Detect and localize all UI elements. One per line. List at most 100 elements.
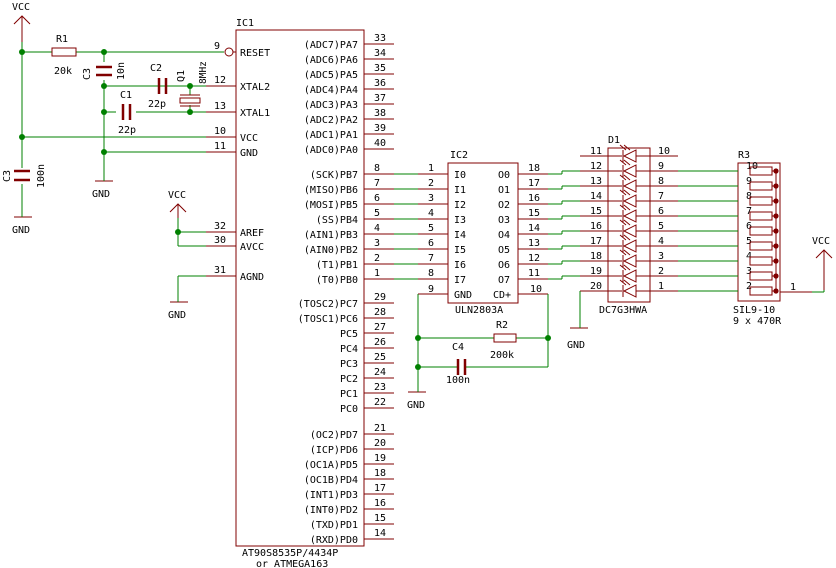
ic1-pin-label: (ADC3)PA3: [304, 100, 358, 111]
d1-left-pin-num: 17: [590, 236, 602, 247]
vcc-symbol-right: VCC: [812, 236, 833, 290]
ic1-pin-number: 32: [214, 221, 226, 232]
r2-ref: R2: [496, 320, 508, 331]
ic1-pin-number: 34: [374, 48, 386, 59]
r3-pin-num: 4: [746, 251, 752, 262]
led-diode-icon: [622, 149, 637, 163]
ic2-output-label: O5: [498, 245, 510, 256]
ic1-pin-number: 18: [374, 468, 386, 479]
ic1-pin-number: 10: [214, 126, 226, 137]
led-emission-arrow: [619, 219, 627, 226]
r3-resistor-element: [749, 256, 773, 266]
ic1-part-line1: AT90S8535P/4434P: [242, 548, 338, 559]
c3b-value: 100n: [36, 164, 47, 188]
led-diode-icon: [622, 224, 637, 238]
gnd-label: GND: [407, 400, 425, 411]
ic1-pin-label: GND: [240, 148, 258, 159]
c1-value: 22p: [118, 125, 136, 136]
ic2-input-num: 8: [428, 268, 434, 279]
c3b-ref: C3: [2, 170, 13, 182]
ic2-cd-pin-label: CD+: [493, 290, 511, 301]
ic1-pin-number: 29: [374, 292, 386, 303]
ic2-input-label: I1: [454, 185, 466, 196]
ic1-pin-label: (T0)PB0: [316, 275, 358, 286]
ic1-pin-label: AVCC: [240, 242, 264, 253]
led-diode-icon: [622, 284, 637, 298]
led-emission-arrow: [619, 264, 627, 271]
r3-pin-num: 2: [746, 281, 752, 292]
ic1-pin-number: 33: [374, 33, 386, 44]
ic2-input-num: 1: [428, 163, 434, 174]
ic1-pin-label: (OC2)PD7: [310, 430, 358, 441]
led-emission-arrow: [619, 204, 627, 211]
ic1-pin-label: (TOSC1)PC6: [298, 314, 358, 325]
ic2-output-num: 12: [528, 253, 540, 264]
ic1-pin-number: 15: [374, 513, 386, 524]
r3-resistor-element: [749, 181, 773, 191]
ic1-pin-label: (ADC6)PA6: [304, 55, 358, 66]
ic1-pin-number: 8: [374, 163, 380, 174]
ic1-pin-label: (AIN1)PB3: [304, 230, 358, 241]
ic2-cd-pin-num: 10: [530, 284, 542, 295]
led-emission-arrow: [623, 159, 631, 166]
ic1-pin-number: 37: [374, 93, 386, 104]
crystal-q1: Q1 8MHz: [176, 61, 209, 107]
ic1-pin-label: (SS)PB4: [316, 215, 358, 226]
ic2-output-num: 18: [528, 163, 540, 174]
ic1-pin-number: 12: [214, 75, 226, 86]
led-emission-arrow: [619, 159, 627, 166]
ic1-pin-label: (RXD)PD0: [310, 535, 358, 546]
ic1-pin-label: (TOSC2)PC7: [298, 299, 358, 310]
r3-ref: R3: [738, 150, 750, 161]
gnd-label: GND: [168, 310, 186, 321]
r3-common-pin: 1: [790, 282, 796, 293]
d1-left-pin-num: 18: [590, 251, 602, 262]
gnd-symbol-ic2: GND: [407, 391, 426, 411]
r1-ref: R1: [56, 34, 68, 45]
r3-resistor-element: [749, 271, 773, 281]
led-emission-arrow: [619, 189, 627, 196]
ic2-output-label: O7: [498, 275, 510, 286]
ic1-pin-number: 19: [374, 453, 386, 464]
gnd-label: GND: [92, 189, 110, 200]
d1-right-pin-num: 3: [658, 251, 664, 262]
ic2-gnd-pin-label: GND: [454, 290, 472, 301]
ic1-right-pins: 33(ADC7)PA734(ADC6)PA635(ADC5)PA536(ADC4…: [298, 33, 394, 546]
led-emission-arrow: [619, 249, 627, 256]
gnd-label: GND: [567, 340, 585, 351]
ic1-pin-number: 23: [374, 382, 386, 393]
ic1-pin-number: 7: [374, 178, 380, 189]
ic1-pin-number: 21: [374, 423, 386, 434]
ic2-output-num: 14: [528, 223, 540, 234]
ic2-input-label: I2: [454, 200, 466, 211]
d1-right-pin-num: 5: [658, 221, 664, 232]
ic2-pins: 1I018O02I117O13I216O24I315O35I414O46I513…: [418, 163, 548, 286]
led-emission-arrow: [619, 174, 627, 181]
d1-right-pin-num: 8: [658, 176, 664, 187]
r3-pin-num: 8: [746, 191, 752, 202]
r1-value: 20k: [54, 66, 72, 77]
ic2-output-label: O0: [498, 170, 510, 181]
led-emission-arrow: [623, 204, 631, 211]
ic1-pin-label: PC4: [340, 344, 358, 355]
ic1-pin-label: XTAL1: [240, 108, 270, 119]
ic1-pin-number: 26: [374, 337, 386, 348]
r2-c4-network: R2 200k C4 100n: [415, 294, 551, 392]
ic2-input-label: I5: [454, 245, 466, 256]
q1-value: 8MHz: [198, 61, 209, 84]
capacitor-c3-10n: C3 10n: [82, 62, 127, 80]
ic1-pin-label: (ADC2)PA2: [304, 115, 358, 126]
led-diode-icon: [622, 254, 637, 268]
q1-ref: Q1: [176, 70, 187, 82]
d1-left-pin-num: 20: [590, 281, 602, 292]
capacitor-c1: C1 22p: [118, 90, 136, 136]
r3-resistor-element: [749, 286, 773, 296]
d1-left-pin-num: 12: [590, 161, 602, 172]
c4-ref: C4: [452, 342, 464, 353]
vcc-symbol-left: VCC: [12, 2, 31, 42]
ic1-pin-number: 4: [374, 223, 380, 234]
led-diode-icon: [622, 239, 637, 253]
gnd-symbol-d1: GND: [567, 327, 588, 351]
gnd-label: GND: [12, 225, 30, 236]
